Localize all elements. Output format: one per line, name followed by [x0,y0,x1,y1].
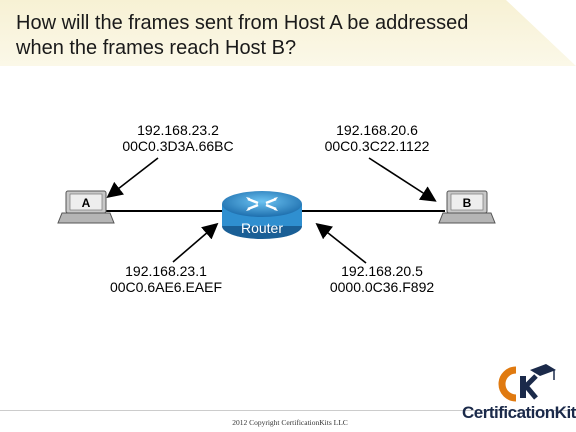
host-b-computer-icon [438,190,496,224]
arrow-to-router-right [315,223,367,264]
certificationkits-logo-text: CertificationKits [462,403,576,422]
copyright-text: 2012 Copyright CertificationKits LLC [232,418,348,427]
host-b-mac: 00C0.3C22.1122 [324,138,430,154]
router-left-mac: 00C0.6AE6.EAEF [109,279,223,295]
router-label: Router [241,220,283,236]
certificationkits-logo-icon [498,364,556,402]
router-icon [222,191,302,239]
router-left-ip: 192.168.23.1 [125,263,207,279]
host-b-label: B [463,196,472,210]
footer-divider [0,410,576,411]
arrow-to-host-b [368,157,437,202]
router-right-mac: 0000.0C36.F892 [329,279,435,295]
host-a-ip: 192.168.23.2 [137,122,219,138]
host-b-ip: 192.168.20.6 [336,122,418,138]
host-a-label: A [82,196,91,210]
arrow-to-router-left [172,222,219,263]
slide-title: How will the frames sent from Host A be … [16,12,469,59]
host-a-mac: 00C0.3D3A.66BC [122,138,234,154]
host-a-computer-icon [57,190,115,224]
arrow-to-host-a [106,157,159,198]
router-right-ip: 192.168.20.5 [341,263,423,279]
title-banner [0,0,576,66]
